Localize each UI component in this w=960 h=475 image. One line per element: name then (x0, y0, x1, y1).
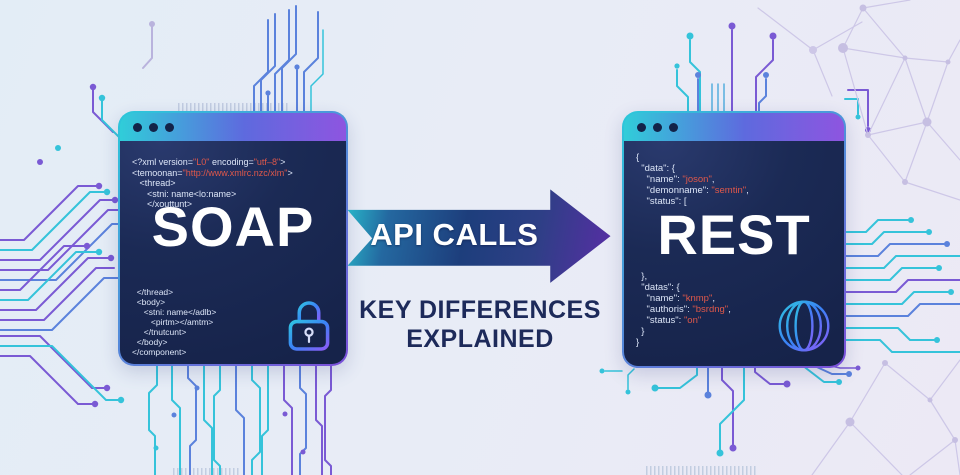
circuit-traces-right (844, 217, 960, 353)
circuit-traces-above-soap (253, 5, 324, 112)
soap-window-body: <?xml version="L0" encoding="utf–8"><tem… (120, 141, 346, 364)
soap-xml-code-bottom: </thread> <body> <stni: name</adlb> <pir… (132, 287, 217, 357)
key-differences-caption: KEY DIFFERENCES EXPLAINED (327, 296, 633, 354)
soap-window-titlebar (120, 113, 346, 141)
window-dot (133, 122, 142, 132)
caption-line-2: EXPLAINED (406, 325, 554, 353)
soap-window: <?xml version="L0" encoding="utf–8"><tem… (118, 111, 348, 366)
window-dot (149, 122, 158, 132)
padlock-icon (288, 301, 330, 351)
soap-label: SOAP (151, 195, 315, 258)
rest-json-code-bottom: }, "datas": { "name": "knmp", "authoris"… (636, 271, 731, 348)
api-calls-label: API CALLS (370, 217, 539, 252)
soap-xml-code-top: <?xml version="L0" encoding="utf–8"><tem… (132, 157, 293, 209)
rest-window-titlebar (624, 113, 844, 141)
window-dot (669, 122, 678, 132)
rest-window: { "data": { "name": "joson", "demonname"… (622, 111, 846, 368)
rest-json-code-top: { "data": { "name": "joson", "demonname"… (636, 152, 749, 207)
window-dot (165, 122, 174, 132)
pin-strip-bottom-right (646, 466, 758, 475)
caption-line-1: KEY DIFFERENCES (359, 296, 601, 324)
pin-strip-bottom-left (173, 468, 239, 475)
network-mesh-top-right (757, 0, 960, 201)
circuit-traces-below-rest (599, 361, 861, 457)
rest-window-body: { "data": { "name": "joson", "demonname"… (624, 141, 844, 366)
circuit-traces-left (0, 145, 125, 408)
window-dot (637, 122, 646, 132)
rest-label: REST (657, 203, 811, 266)
window-dot (653, 122, 662, 132)
circuit-traces-top-left (89, 21, 155, 140)
pin-strip-top (178, 103, 290, 113)
globe-icon (778, 300, 830, 352)
circuit-traces-below-soap (148, 361, 332, 475)
network-mesh-bottom-right (811, 359, 960, 475)
circuit-traces-above-rest (674, 22, 871, 133)
